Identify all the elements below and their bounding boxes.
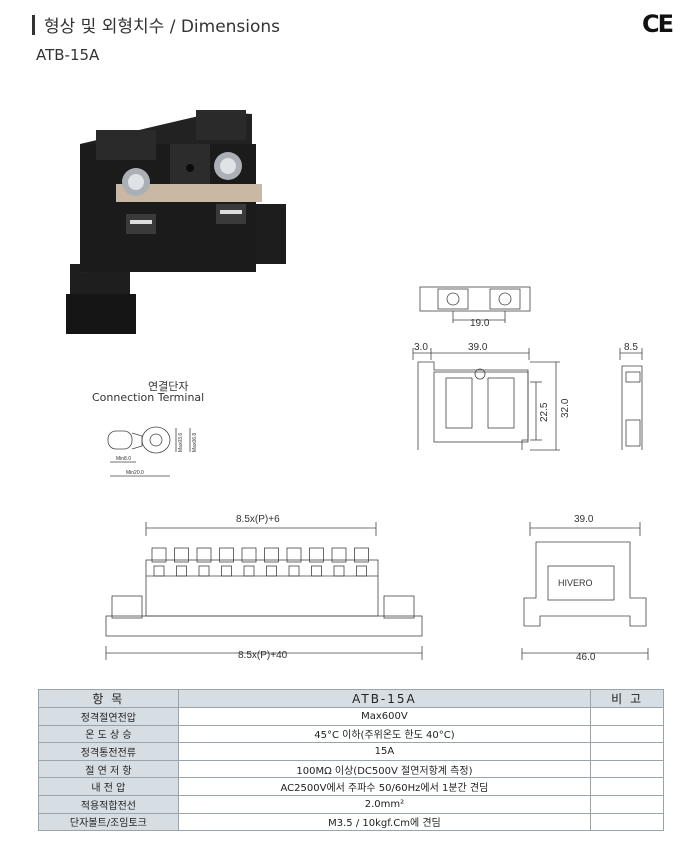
model-name: ATB-15A [36, 46, 100, 64]
top-view [419, 286, 531, 323]
term-dim-1: Min8.0 [116, 456, 131, 462]
terminal-screw [311, 565, 322, 577]
dim-top-width: 19.0 [470, 318, 490, 329]
terminal-screw [198, 565, 210, 577]
term-dim-3: Max03.6 [178, 433, 184, 452]
terminal-screw [243, 565, 255, 577]
row-label: 온 도 상 승 [38, 724, 179, 744]
row-note [590, 759, 664, 779]
end-view [521, 522, 649, 660]
row-note [590, 707, 664, 726]
row-note [590, 812, 664, 832]
row-value: 45°C 이하(주위온도 한도 40°C) [177, 724, 592, 744]
row-value: Max600V [177, 707, 592, 726]
row-value: 100MΩ 이상(DC500V 절연저항계 측정) [177, 759, 592, 779]
row-note [590, 794, 664, 814]
terminal-screw [153, 565, 165, 577]
terminal-post [331, 547, 347, 563]
terminal-post [241, 547, 257, 563]
row-label: 정격절연전압 [38, 707, 179, 726]
row-label: 단자볼트/조임토크 [38, 812, 179, 832]
header-bar [32, 15, 35, 35]
connection-terminal-label-ko: 연결단자 [148, 380, 189, 393]
header-note: 비 고 [590, 689, 664, 708]
row-value: AC2500V에서 주파수 50/60Hz에서 1분간 견딤 [177, 777, 592, 796]
row-note [590, 777, 664, 796]
row-value: M3.5 / 10kgf.Cm에 견딤 [177, 812, 592, 832]
terminal-screw [221, 565, 232, 577]
section-header: 형상 및 외형치수 / Dimensions CE [32, 10, 674, 38]
terminal-post [309, 547, 324, 563]
front-view [412, 348, 560, 451]
dim-front-left: 3.0 [414, 342, 428, 353]
header-model: ATB-15A [177, 689, 592, 708]
ce-mark-icon: CE [641, 10, 674, 38]
dim-end-bottom: 46.0 [576, 652, 596, 663]
brand-label: HIVERO [558, 578, 593, 588]
spec-header-row: 항 목 ATB-15A 비 고 [38, 689, 664, 708]
terminal-post [264, 547, 279, 563]
terminal-post [286, 547, 302, 563]
terminal-post [219, 547, 234, 563]
terminal-post [174, 547, 189, 563]
term-dim-4: Max06.8 [192, 433, 198, 452]
row-note [590, 742, 664, 761]
row-label: 내 전 압 [38, 777, 179, 796]
row-note [590, 724, 664, 744]
side-view [619, 348, 643, 450]
row-label: 적용적합전선 [38, 794, 179, 814]
row-label: 절 연 저 항 [38, 759, 179, 779]
connection-terminal-label-en: Connection Terminal [92, 391, 205, 404]
terminal-screw [288, 565, 300, 577]
row-value: 15A [177, 742, 592, 761]
terminal-post [151, 547, 167, 563]
dim-height-total: 32.0 [560, 398, 571, 418]
connection-terminal-drawing [107, 426, 191, 477]
dim-end-top: 39.0 [574, 514, 594, 525]
terminal-post [354, 547, 369, 563]
terminal-screw [333, 565, 345, 577]
dim-strip-bottom: 8.5x(P)+40 [238, 650, 288, 661]
terminal-screw [266, 565, 277, 577]
product-photo [66, 110, 286, 334]
terminal-screw [356, 565, 367, 577]
terminal-screw [176, 565, 187, 577]
strip-view [105, 522, 423, 660]
dim-height-inner: 22.5 [539, 402, 550, 422]
header-item: 항 목 [38, 689, 179, 708]
dim-side-depth: 8.5 [624, 342, 638, 353]
row-value: 2.0mm² [177, 794, 592, 814]
term-dim-2: Min20.0 [126, 470, 144, 476]
row-label: 정격통전전류 [38, 742, 179, 761]
section-title: 형상 및 외형치수 / Dimensions [44, 17, 281, 37]
dimension-drawings: 19.0 3.0 39.0 8.5 22.5 32.0 8.5x(P)+6 8.… [105, 286, 649, 663]
dim-front-width: 39.0 [468, 342, 488, 353]
terminal-post [196, 547, 212, 563]
dim-strip-top: 8.5x(P)+6 [236, 514, 280, 525]
